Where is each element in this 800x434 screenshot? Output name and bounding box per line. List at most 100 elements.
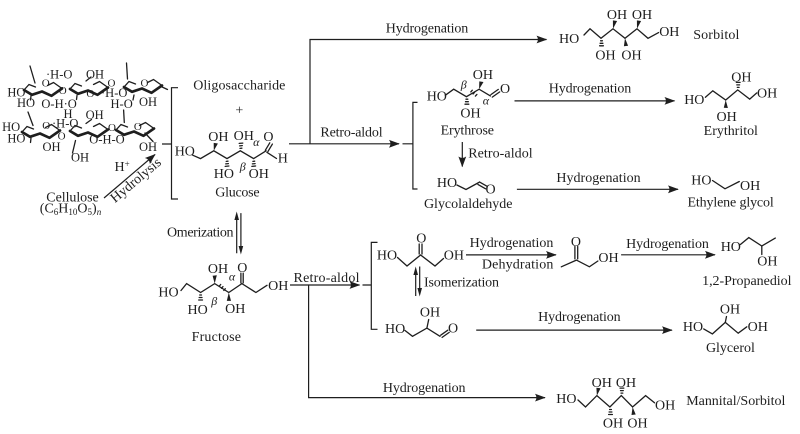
svg-text:OH: OH xyxy=(748,320,768,335)
svg-text:OH: OH xyxy=(757,255,777,270)
svg-text:HO: HO xyxy=(188,303,208,318)
svg-text:Cellulose: Cellulose xyxy=(46,191,98,206)
svg-text:Hydrogenation: Hydrogenation xyxy=(386,22,469,37)
svg-text:Isomerization: Isomerization xyxy=(424,276,499,291)
svg-text:Hydrogenation: Hydrogenation xyxy=(549,82,632,97)
svg-text:Hydrogenation: Hydrogenation xyxy=(556,171,640,186)
svg-text:HO: HO xyxy=(684,93,704,108)
svg-text:+: + xyxy=(235,104,243,119)
svg-text:β: β xyxy=(239,160,246,174)
svg-text:O: O xyxy=(58,131,66,143)
svg-text:OH: OH xyxy=(632,8,652,23)
svg-text:Glycolaldehyde: Glycolaldehyde xyxy=(424,197,513,212)
svg-text:O: O xyxy=(59,85,67,97)
svg-text:Dehydration: Dehydration xyxy=(482,258,554,273)
svg-text:Sorbitol: Sorbitol xyxy=(693,28,739,43)
svg-text:HO: HO xyxy=(385,322,405,337)
svg-text:Hydrogenation: Hydrogenation xyxy=(538,310,621,325)
svg-text:α: α xyxy=(229,270,236,284)
svg-text:O: O xyxy=(42,78,50,90)
svg-text:β: β xyxy=(460,78,467,92)
svg-text:OH: OH xyxy=(460,107,480,122)
svg-text:O: O xyxy=(108,122,116,134)
svg-text:OH: OH xyxy=(420,306,440,321)
svg-text:OH: OH xyxy=(598,251,618,266)
svg-text:OH: OH xyxy=(621,49,641,64)
svg-text:HO: HO xyxy=(556,392,576,407)
svg-text:Fructose: Fructose xyxy=(192,330,241,345)
svg-text:α: α xyxy=(253,135,260,149)
svg-text:·H-O: ·H-O xyxy=(52,117,78,131)
svg-text:Omerization: Omerization xyxy=(167,226,234,241)
svg-text:Glucose: Glucose xyxy=(215,186,259,201)
svg-text:O: O xyxy=(263,130,273,145)
svg-text:HO: HO xyxy=(17,96,35,110)
svg-text:HO: HO xyxy=(2,120,20,134)
svg-text:O: O xyxy=(416,232,426,247)
svg-text:·H-O: ·H-O xyxy=(101,86,127,100)
svg-text:O-H-O: O-H-O xyxy=(89,133,124,147)
svg-text:HO: HO xyxy=(691,174,711,189)
svg-text:Mannital/Sorbitol: Mannital/Sorbitol xyxy=(686,394,785,409)
svg-text:OH: OH xyxy=(139,140,157,154)
svg-text:Retro-aldol: Retro-aldol xyxy=(320,126,382,141)
svg-text:OH: OH xyxy=(139,95,157,109)
svg-text:HO: HO xyxy=(427,90,447,105)
svg-text:H-O: H-O xyxy=(111,97,133,111)
svg-text:OH: OH xyxy=(208,130,228,145)
svg-text:1,2-Propanediol: 1,2-Propanediol xyxy=(702,274,792,289)
svg-text:α: α xyxy=(483,94,490,108)
svg-text:Hydrogenation: Hydrogenation xyxy=(626,237,709,252)
svg-text:OH: OH xyxy=(720,303,740,318)
svg-text:OH: OH xyxy=(444,249,464,264)
svg-text:Ethylene glycol: Ethylene glycol xyxy=(687,196,773,211)
svg-text:·H-O: ·H-O xyxy=(46,68,72,82)
svg-text:Retro-aldol: Retro-aldol xyxy=(468,147,533,162)
svg-text:Glycerol: Glycerol xyxy=(706,341,755,356)
svg-text:OH: OH xyxy=(595,49,615,64)
svg-text:OH: OH xyxy=(71,151,89,165)
svg-text:Hydrogenation: Hydrogenation xyxy=(383,381,466,396)
svg-text:Erythrose: Erythrose xyxy=(441,124,494,139)
svg-text:OH: OH xyxy=(740,179,760,194)
svg-text:O: O xyxy=(448,322,458,337)
svg-text:H: H xyxy=(63,107,72,121)
svg-text:O: O xyxy=(571,235,581,250)
svg-text:O: O xyxy=(500,82,510,97)
svg-text:OH: OH xyxy=(655,399,675,414)
svg-text:Hydrogenation: Hydrogenation xyxy=(470,236,554,251)
svg-text:OH: OH xyxy=(249,167,269,182)
svg-text:O: O xyxy=(141,77,149,89)
svg-text:HO: HO xyxy=(7,132,25,146)
svg-text:OH: OH xyxy=(592,376,612,391)
svg-text:H: H xyxy=(278,152,288,167)
svg-text:O: O xyxy=(42,120,50,132)
svg-text:HO: HO xyxy=(7,86,25,100)
svg-text:HO: HO xyxy=(437,176,457,191)
svg-text:OH: OH xyxy=(42,140,60,154)
svg-text:β: β xyxy=(210,294,217,308)
svg-text:OH: OH xyxy=(268,279,288,294)
svg-text:O: O xyxy=(486,183,496,198)
svg-text:O: O xyxy=(108,78,116,90)
svg-text:OH: OH xyxy=(716,110,736,125)
svg-text:OH: OH xyxy=(607,8,627,23)
svg-text:OH: OH xyxy=(86,68,104,82)
svg-text:OH: OH xyxy=(616,376,636,391)
svg-text:HO: HO xyxy=(559,32,579,47)
svg-text:Erythritol: Erythritol xyxy=(704,124,758,139)
svg-text:OH: OH xyxy=(603,417,623,432)
svg-text:OH: OH xyxy=(757,87,777,102)
svg-text:OH: OH xyxy=(86,108,104,122)
svg-text:OH: OH xyxy=(659,25,679,40)
svg-text:O: O xyxy=(237,261,247,276)
svg-text:OH: OH xyxy=(234,129,254,144)
svg-text:OH: OH xyxy=(731,71,751,86)
svg-text:HO: HO xyxy=(214,167,234,182)
svg-text:HO: HO xyxy=(721,240,741,255)
svg-text:HO: HO xyxy=(377,249,397,264)
svg-text:HO: HO xyxy=(683,320,703,335)
svg-text:HO: HO xyxy=(175,145,195,160)
svg-text:Oligosaccharide: Oligosaccharide xyxy=(193,79,285,94)
svg-text:OH: OH xyxy=(473,68,493,83)
